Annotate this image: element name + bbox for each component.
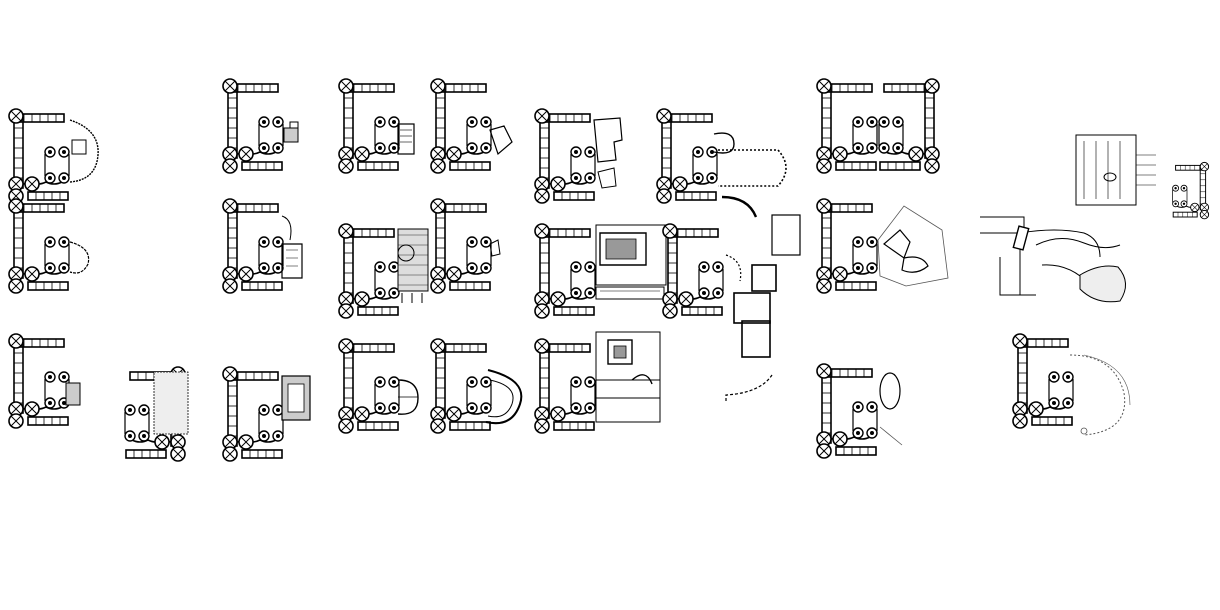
castle-plan-a3	[339, 79, 415, 173]
castle-plan-b5	[535, 224, 667, 318]
castle-plan-a4	[431, 79, 513, 173]
castle-plan-c8	[1013, 334, 1131, 436]
castle-plan-b7	[817, 199, 949, 293]
castle-plan-a6	[657, 109, 787, 203]
castle-plan-c1	[9, 334, 81, 428]
castle-plan-a1	[9, 109, 99, 203]
castle-plan-b2	[223, 199, 303, 293]
castle-plan-a2	[223, 79, 299, 173]
castle-plan-c6	[535, 331, 661, 433]
castle-plan-b4	[431, 199, 501, 293]
castle-plan-b8	[980, 134, 1209, 303]
castle-plan-b6	[663, 195, 801, 403]
castle-plan-c2	[125, 367, 189, 461]
castle-plan-b3	[339, 224, 429, 318]
castle-plan-c7	[817, 364, 903, 458]
castle-plan-b1	[9, 199, 90, 293]
castle-plan-a5	[535, 109, 623, 203]
castle-plan-c3	[223, 367, 311, 461]
castle-plan-c4	[339, 339, 419, 433]
castle-plan-a7	[817, 79, 939, 173]
castle-plan-c5	[431, 339, 523, 433]
